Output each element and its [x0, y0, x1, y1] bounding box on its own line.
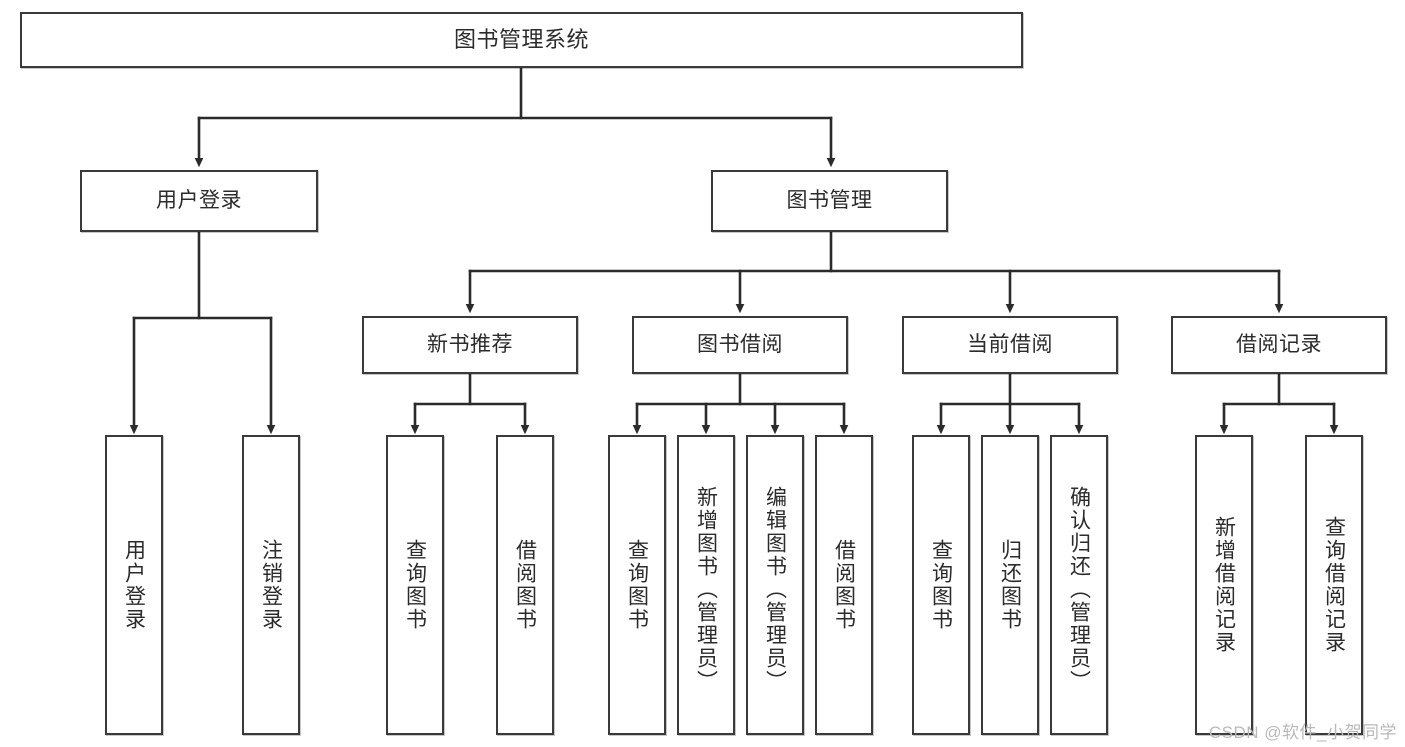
node-leaf-query-book-3[interactable]: 查询图书: [912, 435, 970, 735]
node-leaf-edit-book[interactable]: 编辑图书（管理员）: [746, 435, 804, 735]
node-leaf-add-book[interactable]: 新增图书（管理员）: [677, 435, 735, 735]
node-leaf-logout-login[interactable]: 注销登录: [242, 435, 300, 735]
node-leaf-add-record[interactable]: 新增借阅记录: [1195, 435, 1253, 735]
node-leaf-query-book-1[interactable]: 查询图书: [386, 435, 444, 735]
node-label: 查询图书: [403, 539, 427, 631]
node-label: 注销登录: [259, 539, 283, 631]
node-book-borrow[interactable]: 图书借阅: [632, 316, 848, 374]
node-user-login[interactable]: 用户登录: [80, 170, 318, 232]
node-label: 编辑图书（管理员）: [763, 485, 787, 693]
node-label: 查询图书: [625, 539, 649, 631]
node-label: 新增图书（管理员）: [694, 485, 718, 693]
node-leaf-borrow-book-1[interactable]: 借阅图书: [496, 435, 554, 735]
node-root-book-management-system[interactable]: 图书管理系统: [20, 12, 1023, 68]
node-borrow-record[interactable]: 借阅记录: [1171, 316, 1387, 374]
node-label: 归还图书: [998, 539, 1022, 631]
node-label: 用户登录: [122, 539, 146, 631]
node-new-book-recommend[interactable]: 新书推荐: [362, 316, 578, 374]
node-label: 新增借阅记录: [1212, 516, 1236, 654]
node-label: 图书借阅: [697, 332, 783, 356]
node-book-manage[interactable]: 图书管理: [711, 170, 948, 232]
node-label: 借阅图书: [832, 539, 856, 631]
node-label: 当前借阅: [967, 332, 1053, 356]
node-label: 确认归还（管理员）: [1067, 485, 1091, 693]
node-label: 新书推荐: [427, 332, 513, 356]
node-leaf-confirm-return[interactable]: 确认归还（管理员）: [1050, 435, 1108, 735]
node-label: 用户登录: [156, 188, 242, 212]
node-leaf-borrow-book-2[interactable]: 借阅图书: [815, 435, 873, 735]
node-leaf-query-book-2[interactable]: 查询图书: [608, 435, 666, 735]
node-leaf-user-login[interactable]: 用户登录: [105, 435, 163, 735]
node-label: 借阅记录: [1236, 332, 1322, 356]
node-leaf-return-book[interactable]: 归还图书: [981, 435, 1039, 735]
node-leaf-query-record[interactable]: 查询借阅记录: [1305, 435, 1363, 735]
node-label: 查询图书: [929, 539, 953, 631]
node-label: 借阅图书: [513, 539, 537, 631]
node-label: 图书管理: [786, 188, 873, 212]
node-current-borrow[interactable]: 当前借阅: [902, 316, 1118, 374]
watermark: CSDN @软件_小贺同学: [1208, 723, 1397, 742]
node-label: 图书管理系统: [453, 27, 589, 53]
node-label: 查询借阅记录: [1322, 516, 1346, 654]
